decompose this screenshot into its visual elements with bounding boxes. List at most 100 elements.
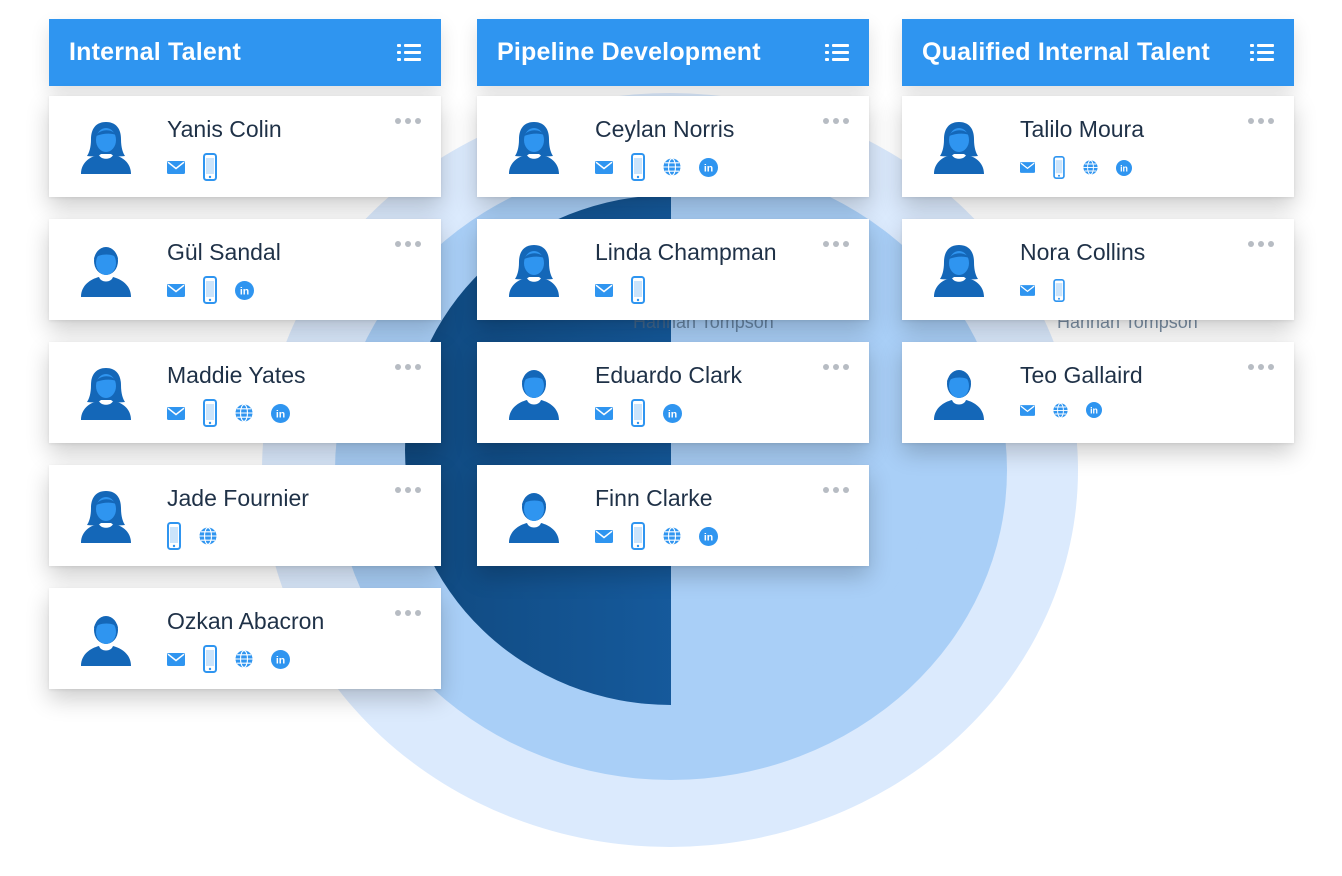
svg-text:in: in [704,531,713,543]
svg-text:in: in [1090,405,1098,415]
linkedin-icon[interactable]: in [663,403,682,423]
column-header: Pipeline Development [477,19,869,86]
mail-icon[interactable] [167,406,185,420]
contact-icons [1020,279,1065,302]
candidate-card[interactable]: Ceylan Norris in [477,96,869,197]
linkedin-icon[interactable]: in [271,403,290,423]
mail-icon[interactable] [595,160,613,174]
candidate-name: Gül Sandal [167,239,281,265]
more-options-icon[interactable] [395,610,421,616]
mail-icon[interactable] [167,283,185,297]
linkedin-icon[interactable]: in [235,280,254,300]
phone-icon[interactable] [167,522,181,550]
contact-icons: in [595,522,718,550]
candidate-name: Ceylan Norris [595,116,735,142]
globe-icon[interactable] [663,158,681,176]
candidate-name: Nora Collins [1020,239,1146,265]
linkedin-icon[interactable]: in [699,157,718,177]
phone-icon[interactable] [631,522,645,550]
list-view-icon[interactable] [825,42,849,64]
mail-icon[interactable] [595,283,613,297]
male-avatar-icon [934,370,984,420]
more-options-icon[interactable] [1248,241,1274,247]
svg-text:in: in [1120,163,1128,173]
candidate-name: Linda Champman [595,239,777,265]
candidate-name: Yanis Colin [167,116,282,142]
globe-icon[interactable] [235,650,253,668]
linkedin-icon[interactable]: in [1086,402,1102,418]
list-view-icon[interactable] [1250,42,1274,64]
column-title: Qualified Internal Talent [922,38,1210,66]
candidate-card[interactable]: Finn Clarke in [477,465,869,566]
svg-text:in: in [668,408,677,420]
globe-icon[interactable] [663,527,681,545]
more-options-icon[interactable] [823,364,849,370]
phone-icon[interactable] [203,645,217,673]
candidate-card[interactable]: Teo Gallaird in [902,342,1294,443]
more-options-icon[interactable] [395,241,421,247]
globe-icon[interactable] [235,404,253,422]
more-options-icon[interactable] [823,487,849,493]
female-avatar-icon [509,122,559,174]
linkedin-icon[interactable]: in [1116,159,1132,176]
phone-icon[interactable] [631,399,645,427]
female-avatar-icon [81,122,131,174]
more-options-icon[interactable] [1248,118,1274,124]
globe-icon[interactable] [1053,402,1068,418]
candidate-card[interactable]: Jade Fournier [49,465,441,566]
phone-icon[interactable] [631,153,645,181]
female-avatar-icon [934,122,984,174]
candidate-card[interactable]: Ozkan Abacron in [49,588,441,689]
phone-icon[interactable] [631,276,645,304]
candidate-card[interactable]: Eduardo Clark in [477,342,869,443]
candidate-name: Ozkan Abacron [167,608,325,634]
candidate-card[interactable]: Linda Champman [477,219,869,320]
contact-icons: in [595,399,682,427]
globe-icon[interactable] [199,527,217,545]
mail-icon[interactable] [595,406,613,420]
svg-text:in: in [240,285,249,297]
male-avatar-icon [81,616,131,666]
more-options-icon[interactable] [1248,364,1274,370]
contact-icons [167,522,217,550]
more-options-icon[interactable] [395,118,421,124]
svg-text:in: in [276,654,285,666]
svg-text:in: in [704,162,713,174]
candidate-card[interactable]: Gül Sandal in [49,219,441,320]
linkedin-icon[interactable]: in [271,649,290,669]
mail-icon[interactable] [1020,162,1035,173]
globe-icon[interactable] [1083,160,1098,175]
candidate-card[interactable]: Yanis Colin [49,96,441,197]
mail-icon[interactable] [1020,404,1035,416]
contact-icons [595,276,645,304]
more-options-icon[interactable] [395,487,421,493]
more-options-icon[interactable] [823,241,849,247]
mail-icon[interactable] [167,160,185,174]
mail-icon[interactable] [167,652,185,666]
phone-icon[interactable] [1053,279,1065,302]
phone-icon[interactable] [203,153,217,181]
candidate-card[interactable]: Nora Collins [902,219,1294,320]
candidate-name: Teo Gallaird [1020,362,1143,388]
mail-icon[interactable] [1020,285,1035,296]
linkedin-icon[interactable]: in [699,526,718,546]
more-options-icon[interactable] [395,364,421,370]
candidate-name: Finn Clarke [595,485,713,511]
female-avatar-icon [934,245,984,297]
list-view-icon[interactable] [397,42,421,64]
phone-icon[interactable] [203,276,217,304]
phone-icon[interactable] [1053,156,1065,179]
mail-icon[interactable] [595,529,613,543]
female-avatar-icon [81,368,131,420]
phone-icon[interactable] [203,399,217,427]
candidate-name: Eduardo Clark [595,362,743,388]
contact-icons: in [167,276,254,304]
female-avatar-icon [509,245,559,297]
male-avatar-icon [81,247,131,297]
more-options-icon[interactable] [823,118,849,124]
